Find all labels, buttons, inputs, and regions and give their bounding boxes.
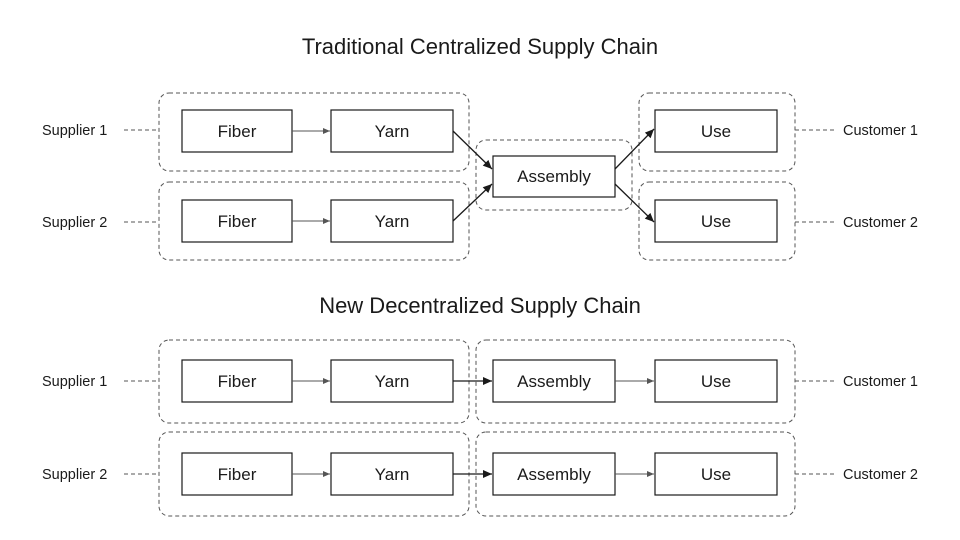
supplier-1-label: Supplier 1 xyxy=(42,123,107,139)
fiber-node: Fiber xyxy=(181,452,293,496)
yarn-node-label: Yarn xyxy=(375,465,410,484)
customer-1-label: Customer 1 xyxy=(843,374,918,390)
use-node-label: Use xyxy=(701,122,731,141)
use-node-label: Use xyxy=(701,212,731,231)
diverge-arrow-bottom xyxy=(614,183,655,223)
fiber-node-label: Fiber xyxy=(218,122,257,141)
assembly-node-label: Assembly xyxy=(517,372,591,391)
converge-arrow-top xyxy=(452,130,493,170)
assembly-group xyxy=(475,139,633,211)
use-node-label: Use xyxy=(701,372,731,391)
decentralized-section: New Decentralized Supply Chain Supplier … xyxy=(42,293,918,517)
supplier-2-label: Supplier 2 xyxy=(42,467,107,483)
yarn-node: Yarn xyxy=(330,199,454,243)
fiber-node-label: Fiber xyxy=(218,465,257,484)
diverge-arrow-top xyxy=(614,128,655,170)
assembly-node: Assembly xyxy=(492,155,616,198)
use-node: Use xyxy=(654,452,778,496)
yarn-node-label: Yarn xyxy=(375,372,410,391)
supplier-1-label: Supplier 1 xyxy=(42,374,107,390)
fiber-node: Fiber xyxy=(181,109,293,153)
assembly-node: Assembly xyxy=(492,359,616,403)
customer-2-label: Customer 2 xyxy=(843,215,918,231)
assembly-node: Assembly xyxy=(492,452,616,496)
yarn-node-label: Yarn xyxy=(375,122,410,141)
customer-1-label: Customer 1 xyxy=(843,123,918,139)
use-node-label: Use xyxy=(701,465,731,484)
yarn-node: Yarn xyxy=(330,109,454,153)
supplier-2-label: Supplier 2 xyxy=(42,215,107,231)
customer-2-label: Customer 2 xyxy=(843,467,918,483)
fiber-node: Fiber xyxy=(181,199,293,243)
fiber-node: Fiber xyxy=(181,359,293,403)
traditional-section: Traditional Centralized Supply Chain Sup… xyxy=(42,34,918,261)
yarn-node: Yarn xyxy=(330,359,454,403)
traditional-title: Traditional Centralized Supply Chain xyxy=(302,34,658,59)
assembly-node-label: Assembly xyxy=(517,465,591,484)
decentralized-title: New Decentralized Supply Chain xyxy=(319,293,641,318)
use-node: Use xyxy=(654,199,778,243)
converge-arrow-bottom xyxy=(452,183,493,222)
use-node: Use xyxy=(654,109,778,153)
assembly-node-label: Assembly xyxy=(517,167,591,186)
fiber-node-label: Fiber xyxy=(218,212,257,231)
use-node: Use xyxy=(654,359,778,403)
yarn-node: Yarn xyxy=(330,452,454,496)
yarn-node-label: Yarn xyxy=(375,212,410,231)
fiber-node-label: Fiber xyxy=(218,372,257,391)
